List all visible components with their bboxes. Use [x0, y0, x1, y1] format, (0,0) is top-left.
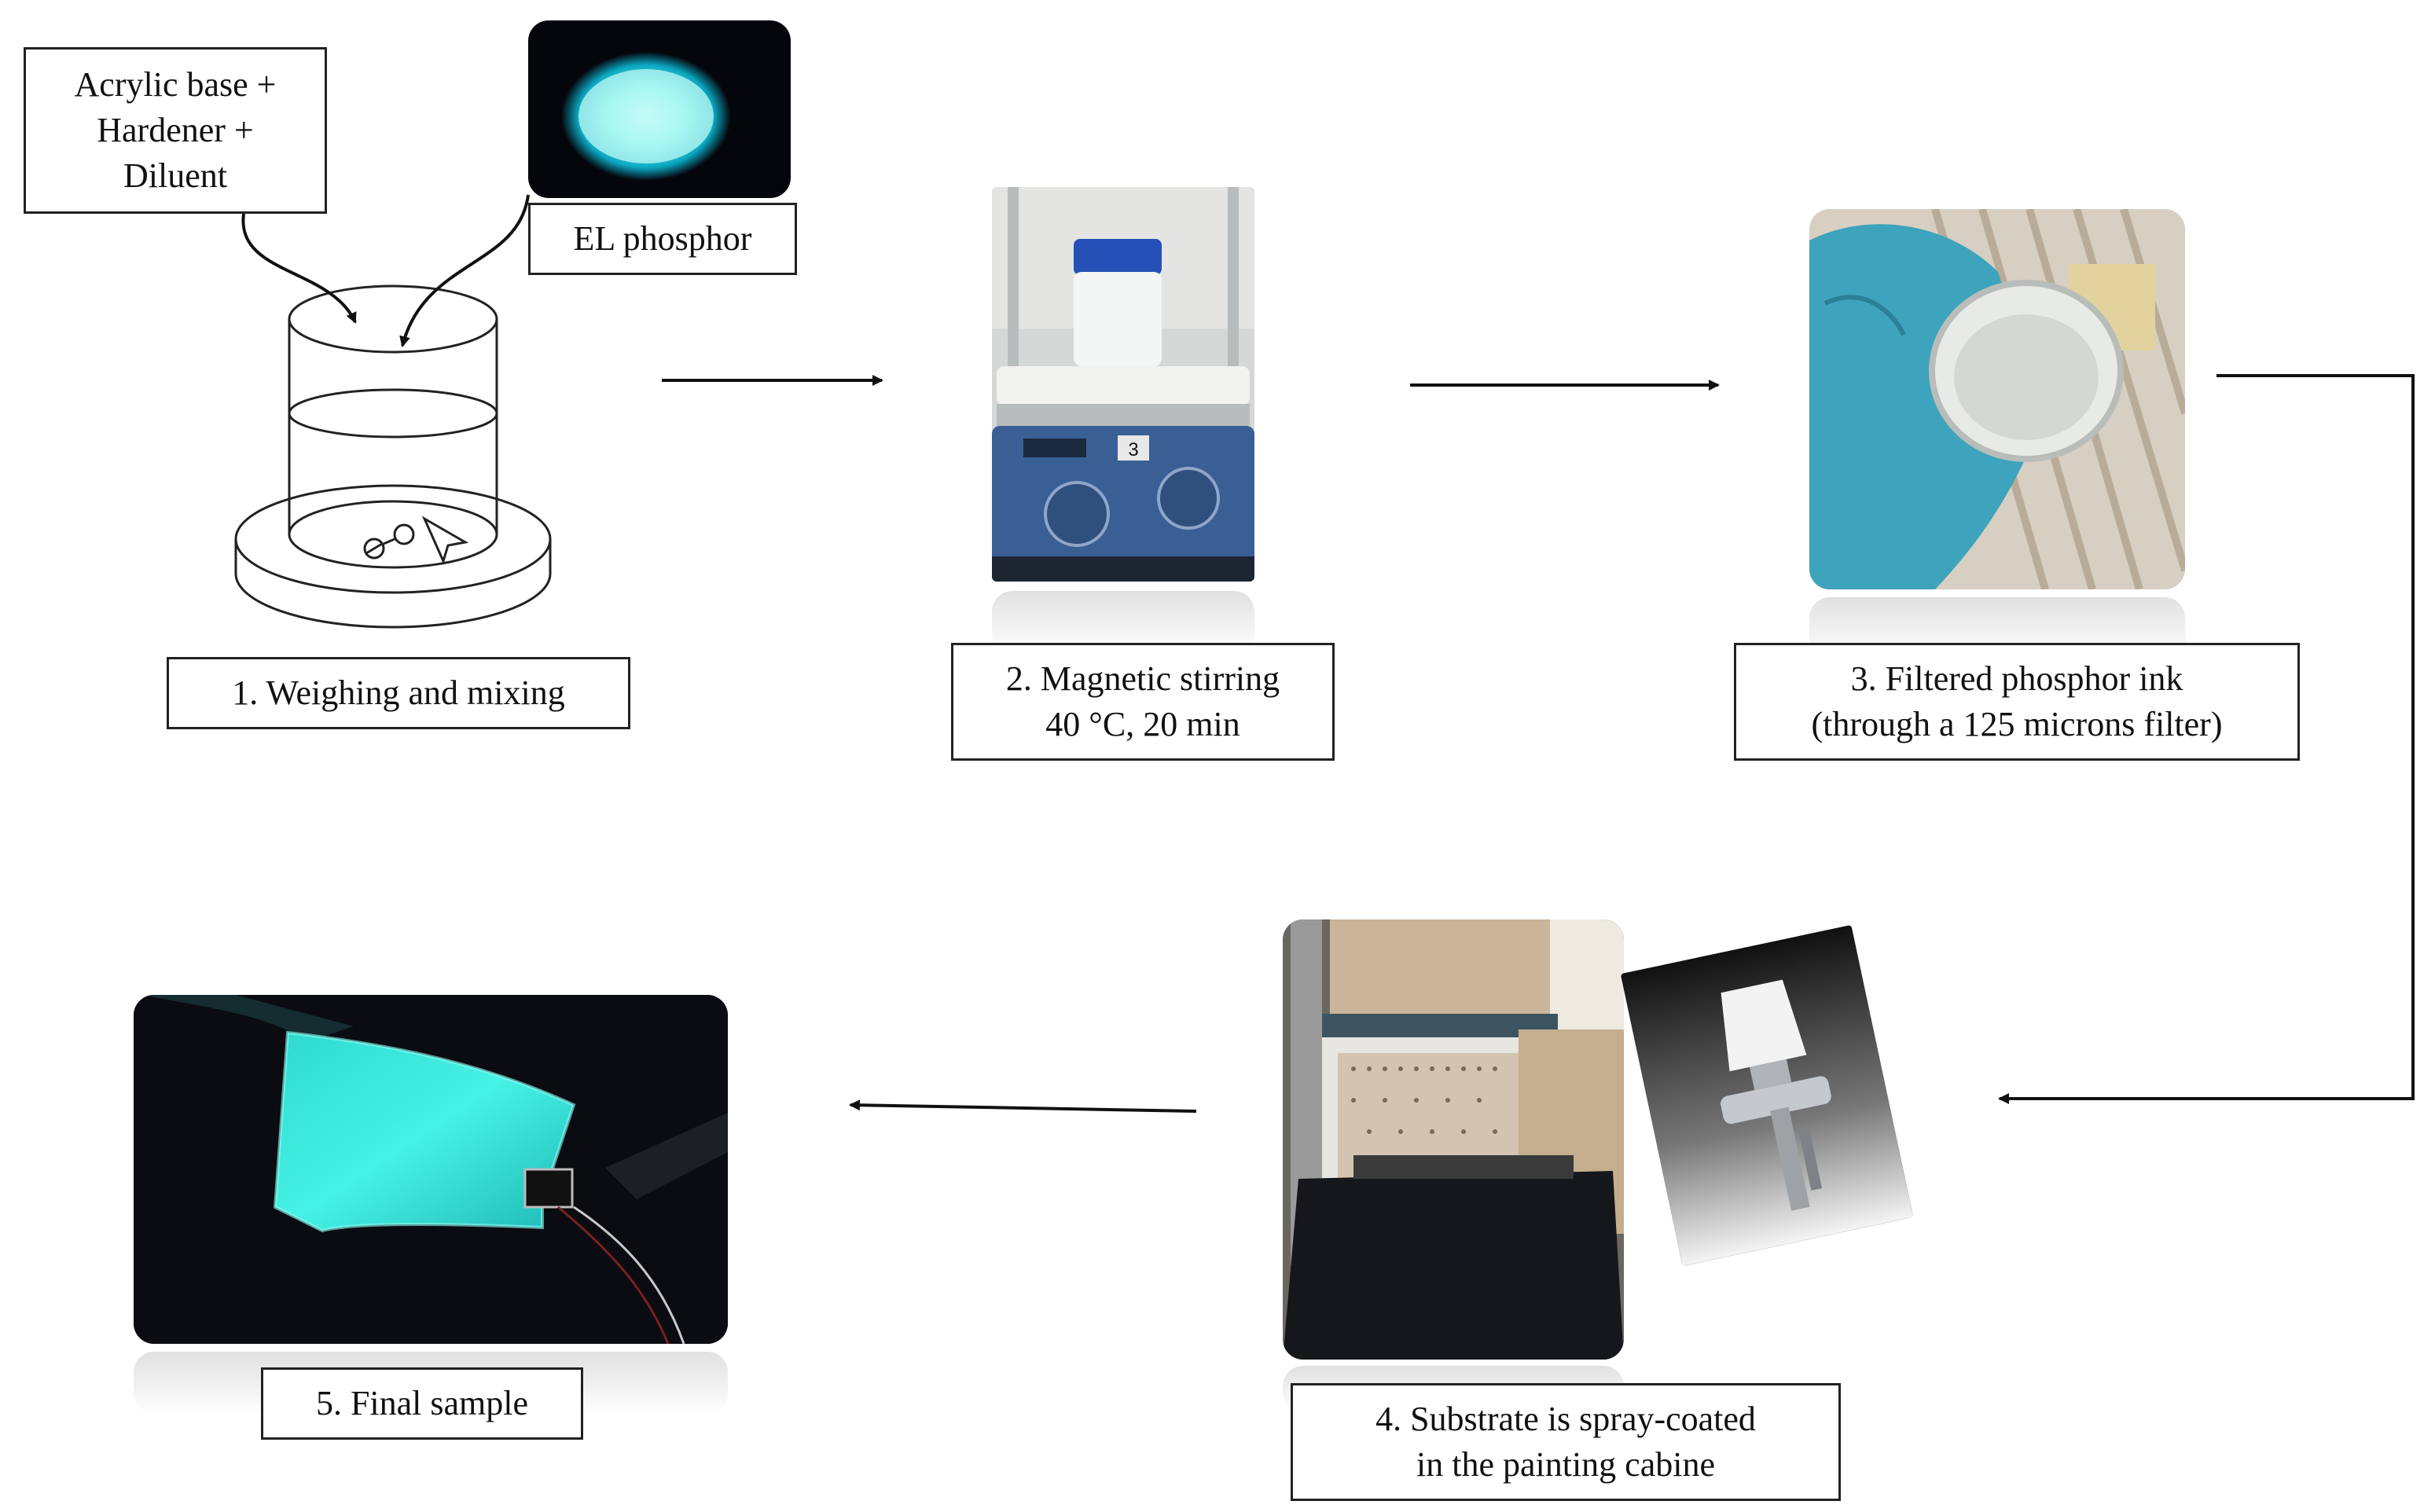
ingredients-arrow — [241, 213, 357, 324]
ingredients-line-1: Acrylic base + — [74, 65, 277, 104]
ingredients-line-2: Hardener + — [97, 111, 254, 149]
phosphor-arrow — [399, 194, 530, 347]
el-phosphor-photo — [528, 20, 791, 198]
filtered-ink-photo — [1809, 209, 2185, 589]
stirrer-display: 3 — [1128, 439, 1138, 461]
ingredients-line-3: Diluent — [123, 156, 227, 195]
stir-bar-icon — [363, 516, 469, 565]
arrow-4-to-5 — [849, 1099, 1197, 1113]
arrow-3-to-4 — [1998, 374, 2415, 1104]
final-sample-photo — [134, 995, 728, 1344]
beaker-drawing — [288, 284, 498, 569]
step-3-label: 3. Filtered phosphor ink (through a 125 … — [1734, 643, 2300, 761]
magnetic-stirrer-photo: 3 — [992, 187, 1254, 582]
step-2-label: 2. Magnetic stirring 40 °C, 20 min — [951, 643, 1335, 761]
step-1-label: 1. Weighing and mixing — [167, 657, 630, 729]
ingredients-box: Acrylic base + Hardener + Diluent — [24, 47, 327, 214]
painting-cabine-photo — [1283, 919, 1624, 1360]
step-5-label: 5. Final sample — [261, 1367, 583, 1440]
el-phosphor-label: EL phosphor — [528, 203, 797, 275]
spray-gun-photo — [1620, 924, 1914, 1267]
step-4-label: 4. Substrate is spray-coated in the pain… — [1291, 1383, 1841, 1501]
